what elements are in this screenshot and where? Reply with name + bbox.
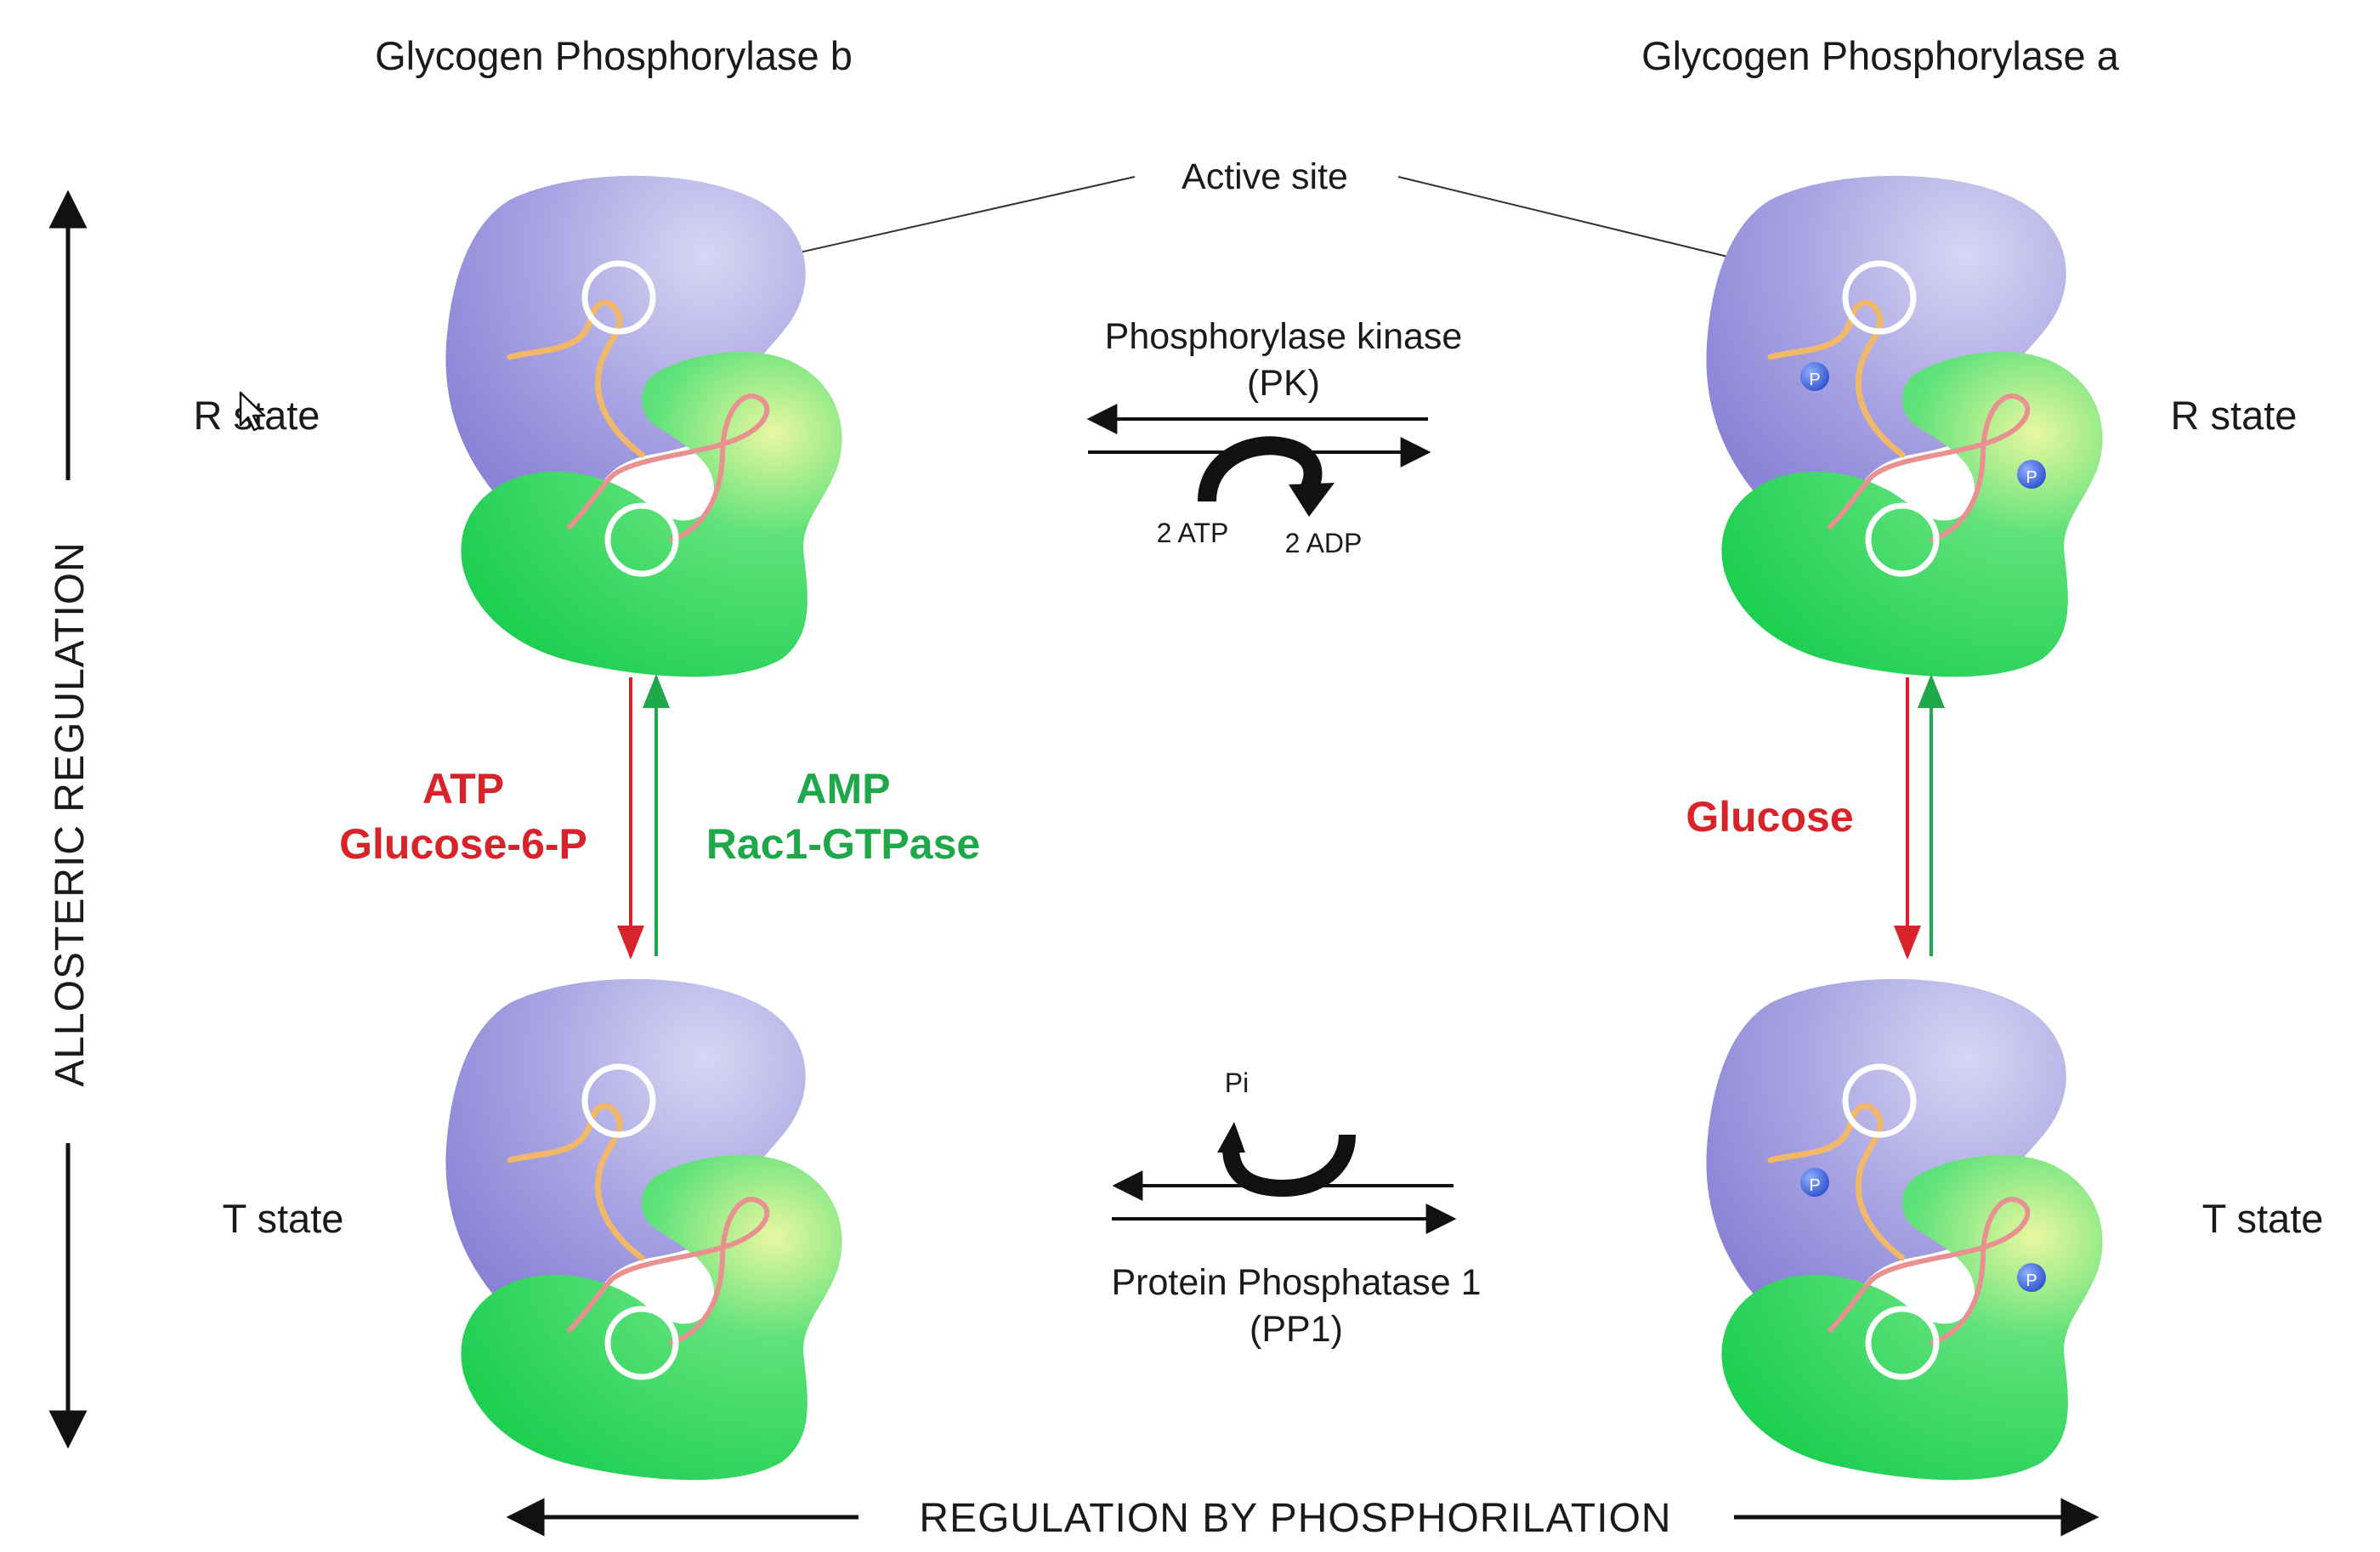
- svg-text:P: P: [2026, 1272, 2037, 1290]
- state-label-r-right: R state: [2171, 393, 2298, 438]
- pi-label: Pi: [1225, 1068, 1249, 1098]
- svg-text:P: P: [1809, 371, 1820, 389]
- active-site-label: Active site: [1182, 156, 1348, 197]
- title-phosphorylase-b: Glycogen Phosphorylase b: [375, 33, 853, 78]
- pi-curved-arrowhead: [1217, 1122, 1245, 1153]
- state-label-t-right: T state: [2202, 1196, 2324, 1241]
- inhibitor-atp: ATP: [422, 765, 504, 813]
- enzyme-b-t-state: [445, 979, 842, 1480]
- activator-amp: AMP: [796, 765, 890, 813]
- allosteric-regulation-label: ALLOSTERIC REGULATION: [48, 541, 93, 1087]
- state-label-t-left: T state: [223, 1196, 344, 1241]
- activator-rac1-gtpase: Rac1-GTPase: [706, 820, 980, 868]
- phosphatase-abbr: (PP1): [1250, 1309, 1343, 1350]
- phosphate-group: P: [2017, 1263, 2046, 1292]
- adp-label: 2 ADP: [1285, 528, 1363, 558]
- enzyme-b-r-state: [445, 176, 842, 677]
- phosphate-group: P: [1800, 1168, 1829, 1197]
- kinase-name: Phosphorylase kinase: [1105, 316, 1463, 357]
- atp-curved-arrow: [1198, 436, 1323, 502]
- phosphate-group: P: [2017, 460, 2046, 489]
- phosphatase-name: Protein Phosphatase 1: [1111, 1262, 1481, 1303]
- state-label-r-left: R state: [194, 393, 320, 438]
- atp-label: 2 ATP: [1157, 518, 1229, 548]
- enzyme-a-t-state: [1706, 979, 2102, 1480]
- svg-text:P: P: [1809, 1176, 1820, 1195]
- enzyme-a-r-state: [1706, 176, 2102, 677]
- atp-curved-arrowhead: [1289, 483, 1334, 517]
- pi-curved-arrow: [1222, 1134, 1356, 1198]
- inhibitor-glucose: Glucose: [1686, 793, 1853, 841]
- title-phosphorylase-a: Glycogen Phosphorylase a: [1641, 33, 2120, 78]
- phosphate-group: P: [1800, 362, 1829, 391]
- kinase-abbr: (PK): [1247, 363, 1320, 404]
- inhibitor-glucose-6-p: Glucose-6-P: [339, 820, 587, 868]
- svg-text:P: P: [2026, 468, 2037, 487]
- regulation-by-phosphorilation-label: REGULATION BY PHOSPHORILATION: [919, 1496, 1671, 1541]
